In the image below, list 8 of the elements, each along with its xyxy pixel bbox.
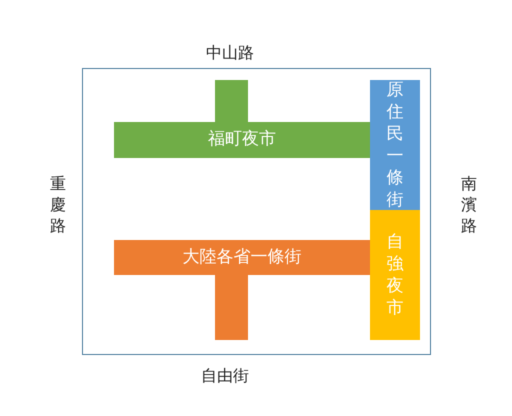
road-label: 重慶路	[50, 174, 66, 236]
street-name: 自強夜市	[386, 230, 404, 320]
road-label: 中山路	[206, 42, 254, 62]
road-label: 南濱路	[460, 174, 478, 236]
street-name: 大陸各省一條街	[182, 248, 302, 268]
street-name: 原住民一條街	[386, 78, 404, 212]
road-label: 自由街	[201, 366, 249, 385]
street-name: 福町夜市	[208, 130, 276, 150]
